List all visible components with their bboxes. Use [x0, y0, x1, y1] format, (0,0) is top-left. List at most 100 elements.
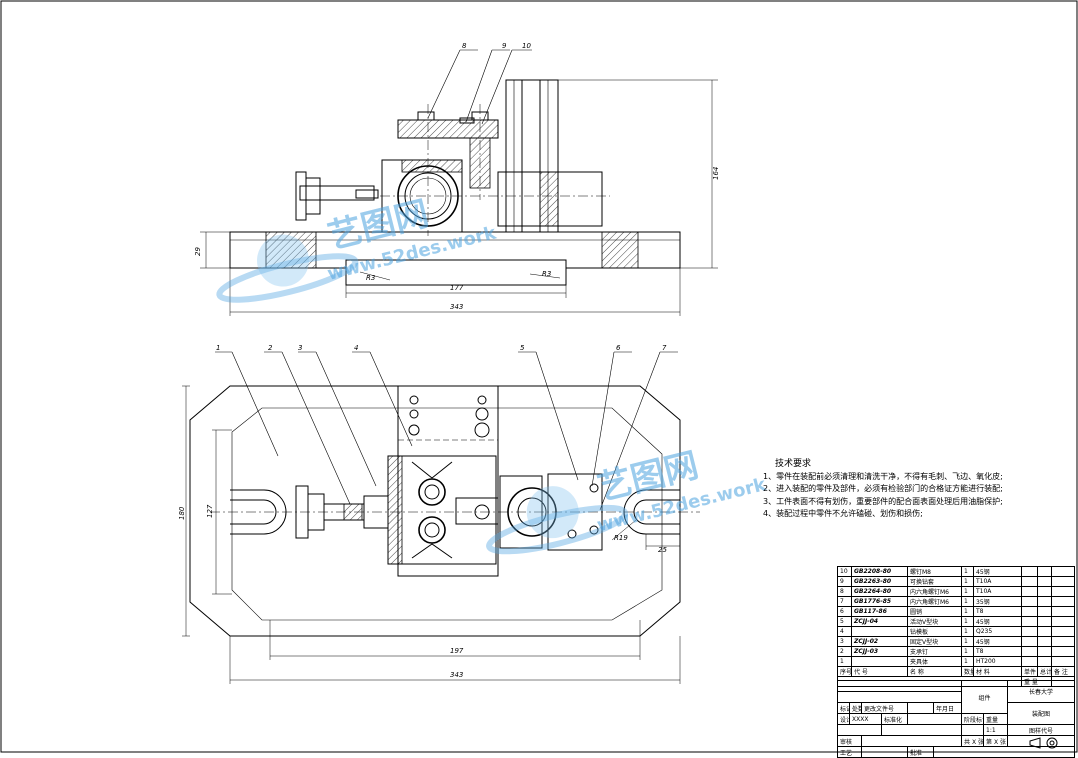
bom-name: 内六角螺钉M6 — [907, 586, 962, 597]
balloon-3: 3 — [298, 344, 302, 352]
balloon-7: 7 — [662, 344, 667, 352]
bom-header-total: 总计 — [1037, 666, 1052, 677]
bom-no: 8 — [837, 586, 852, 597]
bom-qty: 1 — [961, 606, 974, 617]
balloon-5: 5 — [520, 344, 525, 352]
count-label: 处数 — [849, 702, 862, 714]
bom-code: ZCJJ-04 — [851, 616, 908, 627]
mark-label: 标记 — [837, 702, 850, 714]
bom-material: 45钢 — [973, 616, 1022, 627]
front-view: 164 29 177 343 R3 R3 8 9 10 — [194, 42, 720, 316]
requirement-item: 3、工件表面不得有划伤，重要部件的配合面表面处理后用油脂保护; — [763, 496, 1003, 506]
design-label: 设计 — [837, 713, 850, 725]
balloon-10: 10 — [522, 42, 531, 50]
requirements-title: 技术要求 — [775, 459, 812, 469]
bom-qty: 1 — [961, 616, 974, 627]
technical-requirements: 技术要求 1、零件在装配前必须清理和清洗干净，不得有毛刺、飞边、氧化皮; 2、进… — [763, 458, 1063, 521]
dim-164: 164 — [712, 167, 720, 180]
dim-29: 29 — [194, 247, 202, 256]
bom-qty: 1 — [961, 646, 974, 657]
bom-material: Q235 — [973, 626, 1022, 637]
bom-material: 45钢 — [973, 566, 1022, 577]
bom-code: GB117-86 — [851, 606, 908, 617]
sheet-no: 第 X 张 — [983, 735, 1009, 747]
bom-material: 35钢 — [973, 596, 1022, 607]
date-label: 年月日 — [932, 702, 963, 714]
dim-r3-left: R3 — [366, 274, 375, 282]
bom-no: 3 — [837, 636, 852, 647]
school-name: 长春大学 — [1007, 680, 1075, 703]
requirement-item: 1、零件在装配前必须清理和清洗干净，不得有毛刺、飞边、氧化皮; — [763, 471, 1003, 481]
dim-r19: R19 — [614, 534, 628, 542]
bom-code: GB2208-80 — [851, 566, 908, 577]
bom-no: 2 — [837, 646, 852, 657]
bom-name: 固定V型块 — [907, 636, 962, 647]
bom-code: ZCJJ-03 — [851, 646, 908, 657]
designer: XXXX — [849, 713, 882, 725]
balloon-6: 6 — [616, 344, 621, 352]
bom-material: T8 — [973, 646, 1022, 657]
bom-qty: 1 — [961, 566, 974, 577]
dim-127: 127 — [206, 504, 214, 518]
balloon-9: 9 — [502, 42, 507, 50]
bom-qty: 1 — [961, 656, 974, 667]
drawing-no-label: 图样代号 — [1007, 724, 1075, 736]
bom-header-remark: 备 注 — [1051, 666, 1075, 677]
bom-header-name: 名 称 — [907, 666, 962, 677]
change-label: 更改文件号 — [861, 702, 908, 714]
bom-material: 45钢 — [973, 636, 1022, 647]
bom-material: T8 — [973, 606, 1022, 617]
bom-material: HT200 — [973, 656, 1022, 667]
sheet-total: 共 X 张 — [961, 735, 985, 747]
bom-material: T10A — [973, 576, 1022, 587]
bom-name: 活动V型块 — [907, 616, 962, 627]
requirement-item: 4、装配过程中零件不允许磕碰、划伤和损伤; — [763, 509, 923, 518]
bom-qty: 1 — [961, 586, 974, 597]
balloon-1: 1 — [216, 344, 220, 352]
bom-name: 夹具体 — [907, 656, 962, 667]
bom-header-no: 序号 — [837, 666, 852, 677]
bom-no: 1 — [837, 656, 852, 667]
watermark-bottom: 艺图网 www.52des.work — [486, 445, 769, 555]
bom-header-code: 代 号 — [851, 666, 908, 677]
bom-name: 圆销 — [907, 606, 962, 617]
bom-qty: 1 — [961, 596, 974, 607]
drawing-name: 装配图 — [1007, 702, 1075, 725]
requirement-item: 2、进入装配的零件及部件，必须有检验部门的合格证方能进行装配; — [763, 484, 1003, 493]
bom-no: 4 — [837, 626, 852, 637]
review-label: 审核 — [837, 735, 862, 747]
process-label: 工艺 — [837, 746, 862, 758]
balloon-4: 4 — [354, 344, 358, 352]
balloon-2: 2 — [268, 344, 273, 352]
bom-no: 5 — [837, 616, 852, 627]
dim-180: 180 — [178, 506, 186, 520]
dim-343-top: 343 — [450, 303, 463, 311]
dim-197: 197 — [450, 647, 464, 655]
plan-view: 180 127 197 343 R19 25 1 2 3 4 5 — [178, 344, 700, 684]
bom-code: GB2264-80 — [851, 586, 908, 597]
approve-label: 批准 — [907, 746, 934, 758]
bom-code: ZCJJ-02 — [851, 636, 908, 647]
bom-header-unit: 单件 — [1021, 666, 1038, 677]
bom-qty: 1 — [961, 576, 974, 587]
bom-name: 支承钉 — [907, 646, 962, 657]
bom-no: 6 — [837, 606, 852, 617]
title-block: 组件 长春大学 标记 处数 更改文件号 年月日 装配图 设计 XXXX 标准化 … — [836, 680, 1075, 758]
dim-25: 25 — [658, 546, 667, 554]
weight-label: 重量 — [983, 713, 1009, 725]
bom-name: 螺钉M8 — [907, 566, 962, 577]
bom-code — [851, 656, 908, 667]
bom-no: 10 — [837, 566, 852, 577]
